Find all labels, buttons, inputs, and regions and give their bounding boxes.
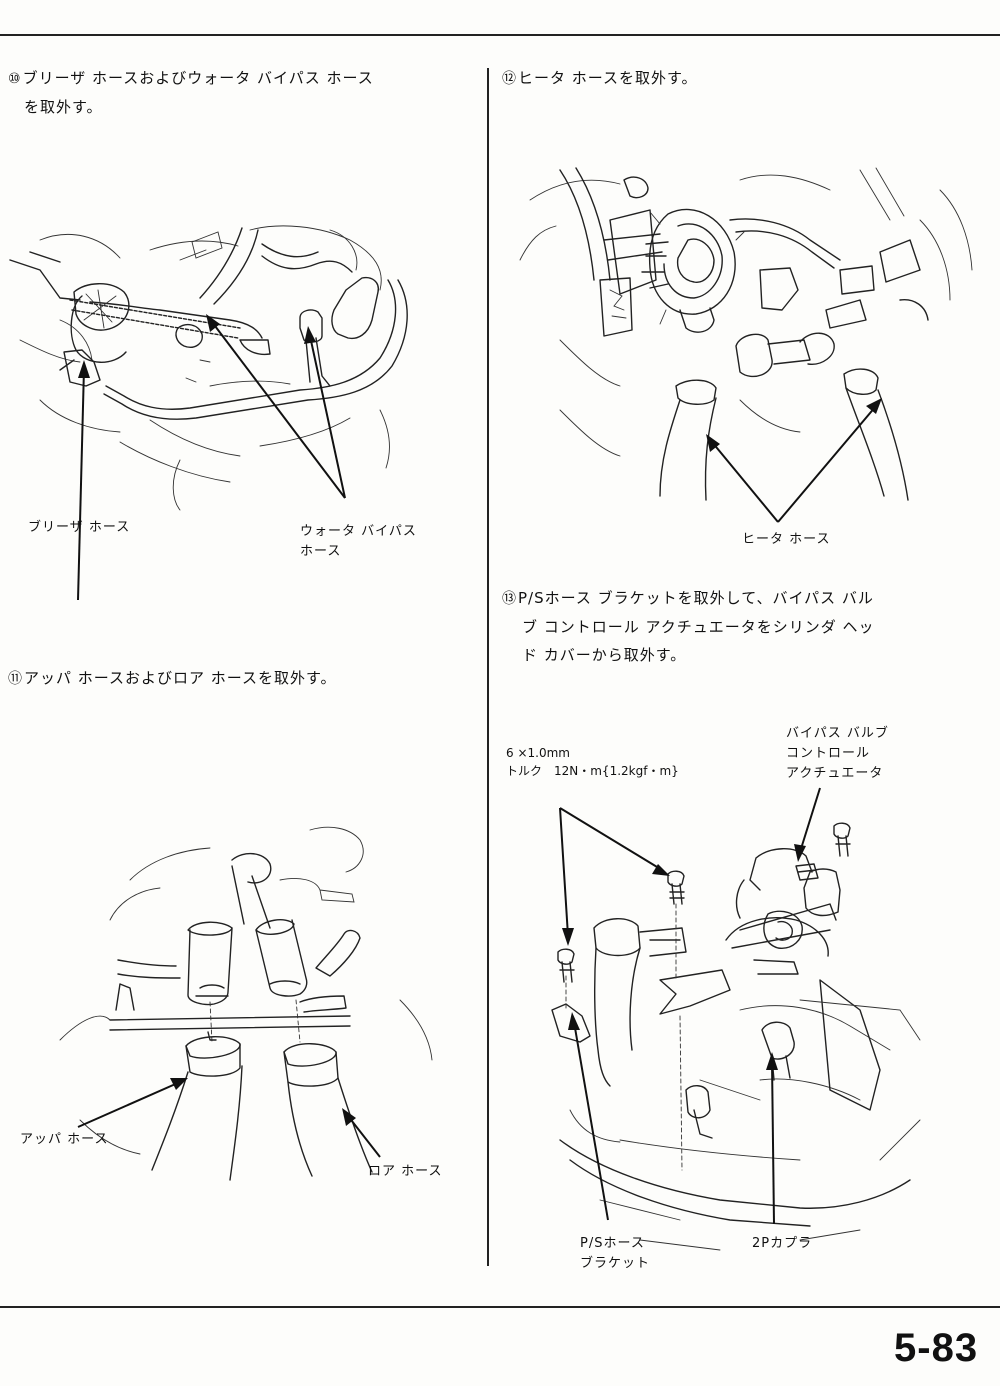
label-2p-coupler: 2Pカプラ (752, 1236, 813, 1251)
label-ps-hose-bracket-2: ブラケット (580, 1256, 651, 1271)
breather-bypass-hose-illustration (9, 225, 408, 601)
step-13-line-1: P/Sホース ブラケットを取外して、バイパス バル (518, 589, 874, 607)
upper-lower-hose-illustration (59, 826, 433, 1181)
column-divider (487, 68, 489, 1266)
label-bypass-valve-actuator-2: コントロール (786, 746, 871, 761)
page-number: 5-83 (894, 1326, 979, 1370)
step-12-number: ⑫ (502, 71, 517, 87)
step-10-line-2: を取外す。 (24, 98, 103, 116)
step-11-number: ⑪ (8, 671, 23, 687)
label-torque: トルク 12N・m{1.2kgf・m} (506, 764, 679, 778)
label-lower-hose: ロア ホース (368, 1164, 443, 1179)
step-12-text: ⑫ヒータ ホースを取外す。 (502, 64, 992, 93)
label-breather-hose: ブリーザ ホース (28, 520, 131, 535)
step-11-text: ⑪アッパ ホースおよびロア ホースを取外す。 (8, 664, 478, 693)
bottom-rule (0, 1306, 1000, 1308)
step-13-text: ⑬P/Sホース ブラケットを取外して、バイパス バル ブ コントロール アクチュ… (502, 584, 992, 669)
step-10-number: ⑩ (8, 71, 22, 87)
step-10-line-1: ブリーザ ホースおよびウォータ バイパス ホース (22, 69, 374, 87)
step-12-line-1: ヒータ ホースを取外す。 (518, 69, 698, 87)
label-heater-hose: ヒータ ホース (742, 532, 831, 547)
label-water-bypass-hose-2: ホース (300, 544, 342, 559)
step-13-line-2: ブ コントロール アクチュエータをシリンダ ヘッ (522, 618, 875, 636)
step-11-line-1: アッパ ホースおよびロア ホースを取外す。 (24, 669, 337, 687)
step-10-text: ⑩ブリーザ ホースおよびウォータ バイパス ホース を取外す。 (8, 64, 478, 121)
step-13-number: ⑬ (502, 591, 517, 607)
bypass-valve-actuator-illustration (551, 787, 921, 1251)
label-bypass-valve-actuator-3: アクチュエータ (786, 766, 884, 781)
label-bypass-valve-actuator: バイパス バルブ (786, 726, 889, 741)
step-13-line-3: ド カバーから取外す。 (522, 646, 687, 664)
label-upper-hose: アッパ ホース (20, 1132, 109, 1147)
heater-hose-illustration (519, 167, 973, 523)
top-rule (0, 34, 1000, 36)
label-water-bypass-hose: ウォータ バイパス (300, 524, 417, 539)
label-ps-hose-bracket: P/Sホース (580, 1236, 645, 1251)
label-bolt-size: 6 ×1.0mm (506, 746, 570, 760)
